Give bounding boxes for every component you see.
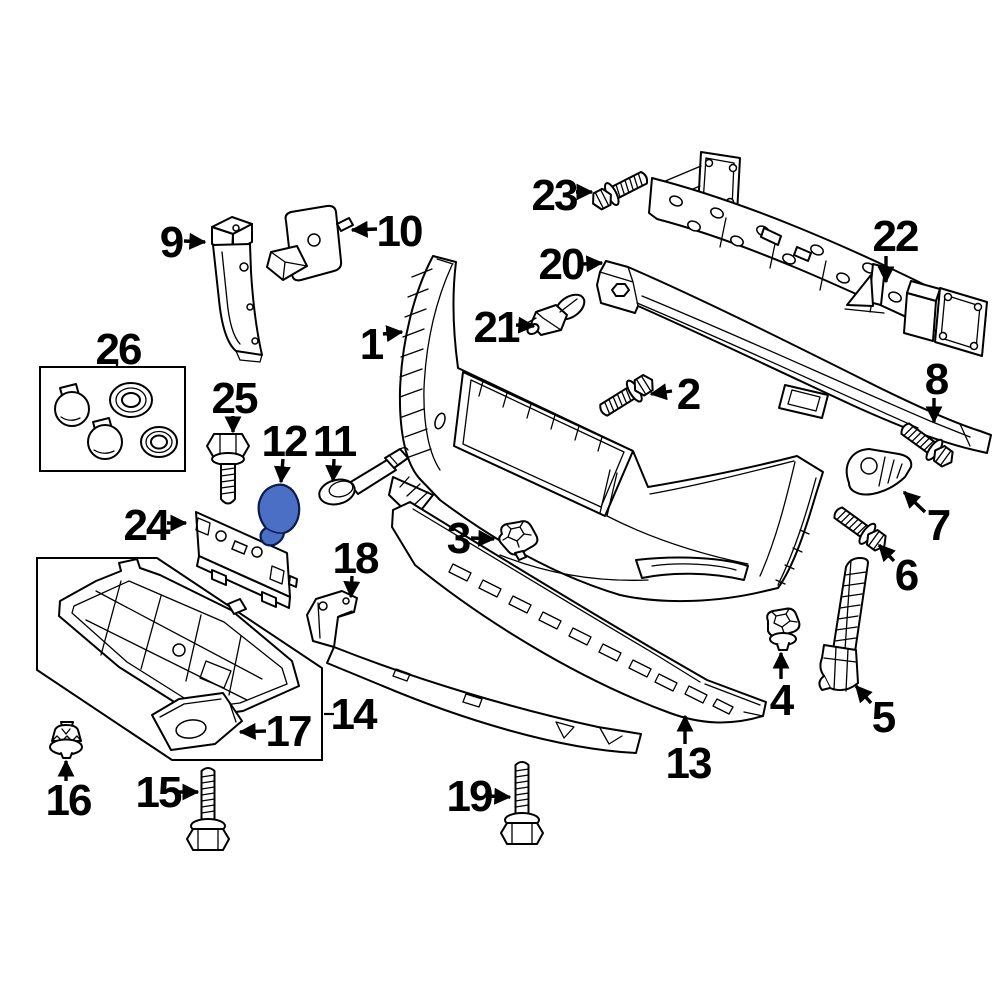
part-1-bumper-cover-drawing[interactable] (398, 255, 824, 603)
part-label-9[interactable]: 9 (160, 218, 185, 267)
part-label-14[interactable]: 14 (331, 690, 380, 739)
part-label-17[interactable]: 17 (266, 707, 313, 756)
part-label-4[interactable]: 4 (770, 676, 797, 725)
part-label-20[interactable]: 20 (539, 240, 586, 289)
part-label-3[interactable]: 3 (447, 514, 472, 563)
part-label-6[interactable]: 6 (895, 551, 920, 600)
part-label-7[interactable]: 7 (927, 501, 952, 550)
part-label-8[interactable]: 8 (925, 355, 951, 404)
part-label-19[interactable]: 19 (447, 772, 494, 821)
part-label-2[interactable]: 2 (677, 370, 702, 419)
part-label-11[interactable]: 11 (313, 417, 359, 466)
part-label-10[interactable]: 10 (377, 207, 424, 256)
part-13-lower-valance-drawing[interactable] (388, 476, 767, 724)
part-label-15[interactable]: 15 (136, 768, 184, 817)
part-label-5[interactable]: 5 (872, 693, 898, 742)
part-25-bolt-drawing[interactable] (206, 433, 250, 505)
highlighted-part-shape (257, 483, 301, 547)
part-15-bolt-drawing[interactable] (186, 767, 230, 851)
part-19-bolt-drawing[interactable] (500, 761, 544, 845)
part-5-corner-stay-drawing[interactable] (818, 557, 869, 692)
part-23-bolt-drawing[interactable] (586, 164, 653, 216)
part-label-24[interactable]: 24 (124, 501, 173, 550)
part-26-cap-kit-drawing[interactable] (54, 382, 178, 460)
part-label-1[interactable]: 1 (360, 320, 386, 369)
part-label-23[interactable]: 23 (532, 171, 579, 220)
part-18-lower-shield-drawing[interactable] (306, 590, 642, 754)
leader-arrows (57, 183, 943, 805)
part-label-22[interactable]: 22 (873, 212, 920, 261)
part-21-bulb-drawing[interactable] (526, 290, 589, 336)
part-9-bracket-drawing[interactable] (211, 216, 263, 363)
part-16-clip-drawing[interactable] (49, 721, 83, 759)
part-10-bracket-drawing[interactable] (266, 204, 354, 282)
part-label-26[interactable]: 26 (96, 325, 143, 374)
part-7-sensor-bracket-drawing[interactable] (845, 448, 913, 496)
part-label-12[interactable]: 12 (262, 417, 309, 466)
part-17-under-cover-drawing[interactable] (151, 692, 243, 751)
part-label-18[interactable]: 18 (333, 534, 381, 583)
part-label-16[interactable]: 16 (46, 776, 93, 825)
part-label-25[interactable]: 25 (212, 374, 260, 423)
part-label-21[interactable]: 21 (474, 303, 522, 352)
part-20-energy-absorber-drawing[interactable] (596, 260, 992, 454)
part-24-license-bracket-drawing[interactable] (195, 511, 298, 609)
part-2-bolt-drawing[interactable] (594, 368, 660, 423)
part-3-clip-drawing[interactable] (498, 520, 539, 561)
part-number-labels: 1 2 3 4 5 6 7 8 9 10 11 12 13 14 15 16 1… (46, 171, 952, 825)
impact-bar-drawing[interactable] (648, 151, 988, 357)
part-4-clip-drawing[interactable] (766, 607, 801, 651)
part-14-splash-shield-drawing[interactable] (58, 558, 300, 718)
part-label-13[interactable]: 13 (666, 739, 713, 788)
part-12-tow-hook-cover-drawing[interactable] (257, 483, 301, 547)
